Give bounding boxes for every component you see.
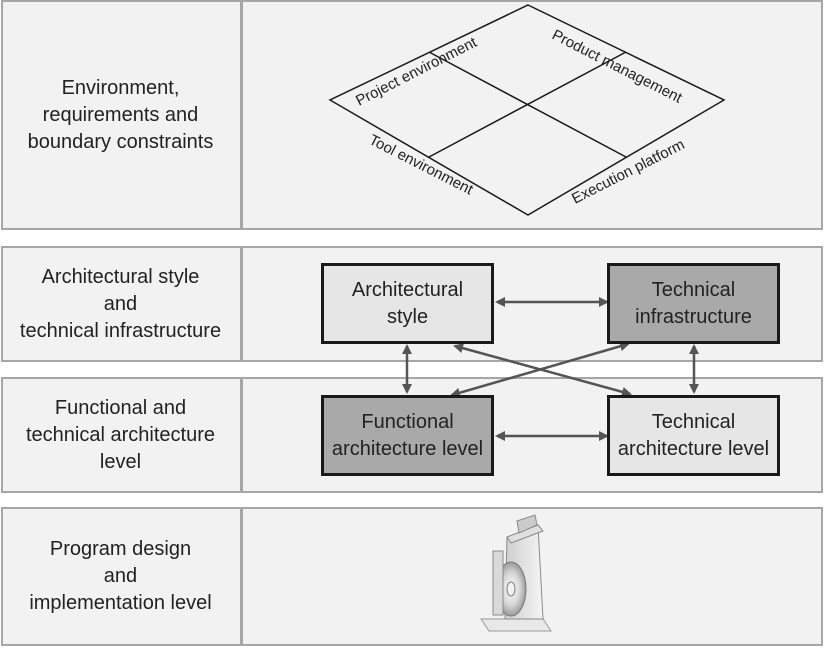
row-label-functional-technical: Functional and technical architecture le…: [26, 396, 215, 473]
software-package-icon: [480, 514, 552, 632]
program-design-cell: [243, 507, 823, 646]
environment-diamond: [328, 4, 726, 216]
row-label-cell: Program design and implementation level: [1, 507, 243, 646]
row-label-cell: Functional and technical architecture le…: [1, 377, 243, 493]
label-project-environment: Project environment: [353, 33, 480, 109]
label-execution-platform: Execution platform: [569, 136, 687, 208]
label-product-management: Product management: [549, 26, 685, 107]
row-label-program-design: Program design and implementation level: [29, 538, 212, 614]
row-program-design: Program design and implementation level: [0, 507, 827, 646]
box-architectural-style: Architectural style: [321, 263, 494, 344]
row-label-cell: Architectural style and technical infras…: [1, 246, 243, 362]
divider-line: [428, 51, 627, 158]
box-technical-infrastructure: Technical infrastructure: [607, 263, 780, 344]
row-label-environment: Environment, requirements and boundary c…: [27, 76, 214, 153]
row-background: [1, 507, 823, 646]
row-background: [1, 0, 823, 230]
row-environment: Environment, requirements and boundary c…: [0, 0, 827, 230]
environment-diagram-cell: Project environment Product management T…: [243, 0, 823, 230]
row-label-cell: Environment, requirements and boundary c…: [1, 0, 243, 230]
box-functional-architecture: Functional architecture level: [321, 395, 494, 476]
label-tool-environment: Tool environment: [366, 131, 476, 198]
environment-diagram: Project environment Product management T…: [328, 4, 726, 216]
row-label-architectural-style: Architectural style and technical infras…: [19, 265, 222, 342]
box-technical-architecture: Technical architecture level: [607, 395, 780, 476]
